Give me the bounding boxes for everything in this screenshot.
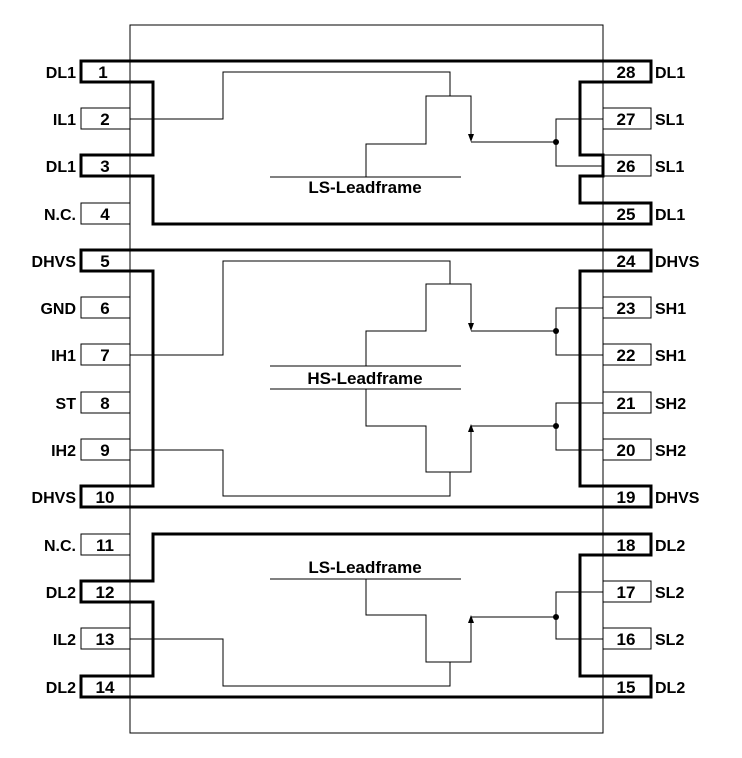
pin-9-number: 9: [100, 441, 109, 460]
pin-14-name: DL2: [46, 680, 76, 697]
pin-19-name: DHVS: [655, 490, 700, 507]
wire-il1-gate: [130, 71, 472, 140]
pin-21-number: 21: [617, 394, 636, 413]
pin-26-number: 26: [617, 157, 636, 176]
pin-14-number: 14: [96, 678, 115, 697]
pin-18-number: 18: [617, 536, 636, 555]
wire-mid-lower-body: [365, 389, 450, 473]
leadframes: [79, 59, 653, 699]
pin-4-name: N.C.: [44, 207, 76, 224]
bottom-leadframe-label: LS-Leadframe: [308, 558, 421, 577]
pin-3-number: 3: [100, 157, 109, 176]
arrow-mid-upper: [468, 323, 474, 331]
pin-27-number: 27: [617, 110, 636, 129]
junction-top: [553, 139, 559, 145]
top-leadframe-outline: [79, 59, 653, 226]
pin-13-number: 13: [96, 630, 115, 649]
pin-8-name: ST: [56, 396, 77, 413]
pin-2-number: 2: [100, 110, 109, 129]
pin-5-name: DHVS: [32, 254, 77, 271]
pin-26-name: SL1: [655, 159, 684, 176]
pin-8-box: [80, 391, 131, 414]
pin-4-number: 4: [100, 205, 110, 224]
pin-24-name: DHVS: [655, 254, 700, 271]
pin-2-name: IL1: [53, 112, 76, 129]
wire-ih1-gate: [130, 260, 472, 356]
pin-15-name: DL2: [655, 680, 685, 697]
wire-mid-upper-body: [365, 283, 450, 366]
pin-4-box: [80, 202, 131, 225]
pin-28-name: DL1: [655, 65, 685, 82]
pin-8-number: 8: [100, 394, 109, 413]
middle-leadframe-outline: [79, 248, 653, 509]
pin-13-name: IL2: [53, 632, 76, 649]
wire-bottom-body: [365, 579, 450, 663]
junction-bottom: [553, 614, 559, 620]
pin-22-name: SH1: [655, 348, 686, 365]
pin-6-box: [80, 296, 131, 319]
pin-19-number: 19: [617, 488, 636, 507]
top-leadframe-label: LS-Leadframe: [308, 178, 421, 197]
pin-23-name: SH1: [655, 301, 686, 318]
pin-10-number: 10: [96, 488, 115, 507]
pin-7-name: IH1: [51, 348, 76, 365]
pin-16-number: 16: [617, 630, 636, 649]
pin-25-name: DL1: [655, 207, 685, 224]
wire-top-transistor: [365, 95, 450, 177]
arrow-mid-lower: [468, 424, 474, 432]
pin-12-number: 12: [96, 583, 115, 602]
bottom-leadframe-outline: [79, 532, 653, 699]
pin-11-box: [80, 533, 131, 556]
pin-1-name: DL1: [46, 65, 76, 82]
wire-il2-gate: [130, 617, 472, 687]
pin-27-name: SL1: [655, 112, 684, 129]
pin-10-name: DHVS: [32, 490, 77, 507]
package-body: [129, 24, 604, 734]
pin-6-name: GND: [40, 301, 76, 318]
pin-18-name: DL2: [655, 538, 685, 555]
wire-ih2-gate: [130, 426, 472, 497]
pin-17-name: SL2: [655, 585, 684, 602]
junction-mid-upper: [553, 328, 559, 334]
internal-wiring: [130, 71, 603, 687]
arrow-top-drain: [468, 134, 474, 142]
pin-28-number: 28: [617, 63, 636, 82]
pin-25-number: 25: [617, 205, 636, 224]
pin-6-number: 6: [100, 299, 109, 318]
pin-12-name: DL2: [46, 585, 76, 602]
pin-16-name: SL2: [655, 632, 684, 649]
pin-15-number: 15: [617, 678, 636, 697]
pin-3-name: DL1: [46, 159, 76, 176]
middle-leadframe-label: HS-Leadframe: [307, 369, 422, 388]
pin-17-number: 17: [617, 583, 636, 602]
pin-22-number: 22: [617, 346, 636, 365]
pin-11-number: 11: [96, 536, 114, 555]
pin-1-number: 1: [98, 63, 107, 82]
pin-20-number: 20: [617, 441, 636, 460]
pin-5-number: 5: [100, 252, 109, 271]
left-pins: 1 DL1 2 IL1 3 DL1 4 N.C. 5 DHVS 6 GND 7 …: [32, 60, 131, 698]
arrow-bottom: [468, 615, 474, 623]
pin-20-name: SH2: [655, 443, 686, 460]
pin-9-name: IH2: [51, 443, 76, 460]
pin-23-number: 23: [617, 299, 636, 318]
right-pins: 28 DL1 27 SL1 26 SL1 25 DL1 24 DHVS 23 S…: [602, 60, 700, 698]
pin-21-name: SH2: [655, 396, 686, 413]
pin-7-number: 7: [100, 346, 109, 365]
junction-mid-lower: [553, 423, 559, 429]
pin-24-number: 24: [617, 252, 636, 271]
pin-11-name: N.C.: [44, 538, 76, 555]
